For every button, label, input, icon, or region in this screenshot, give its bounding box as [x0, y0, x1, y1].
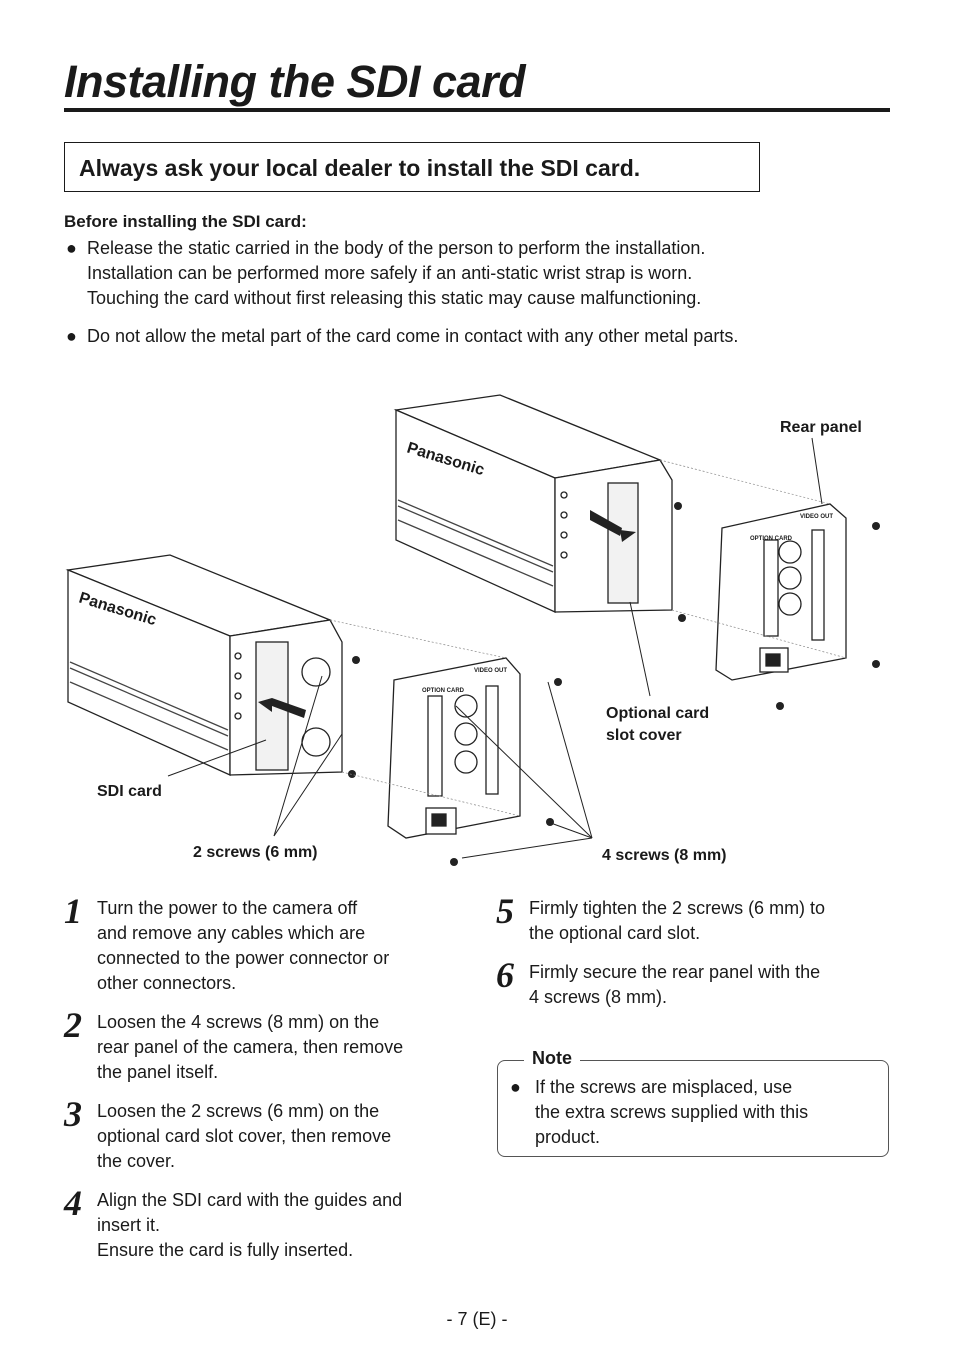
- step-3: 3 Loosen the 2 screws (6 mm) on the opti…: [64, 1095, 454, 1174]
- step-line: Ensure the card is fully inserted.: [97, 1240, 354, 1260]
- camera-illustration-front: [65, 554, 343, 777]
- precaution-line: Release the static carried in the body o…: [87, 238, 706, 258]
- screw-icon: [678, 614, 686, 622]
- step-line: the optional card slot.: [529, 923, 701, 943]
- screws-6mm-label: 2 screws (6 mm): [193, 844, 318, 861]
- bullet-icon: ●: [66, 238, 77, 258]
- step-4: 4 Align the SDI card with the guides and…: [64, 1184, 454, 1263]
- precaution-item: ● Do not allow the metal part of the car…: [64, 324, 904, 349]
- step-2: 2 Loosen the 4 screws (8 mm) on the rear…: [64, 1006, 454, 1085]
- step-number: 5: [496, 891, 514, 931]
- step-number: 2: [64, 1005, 82, 1045]
- step-line: Firmly tighten the 2 screws (6 mm) to: [529, 898, 826, 918]
- screw-icon-group-back: [674, 502, 880, 710]
- camera-illustration-back: [393, 394, 673, 614]
- panel-label-video-out: VIDEO OUT: [800, 514, 833, 520]
- dealer-notice-box: Always ask your local dealer to install …: [64, 142, 760, 192]
- screw-icon: [546, 818, 554, 826]
- note-line: If the screws are misplaced, use: [535, 1077, 793, 1097]
- guide-lines: [329, 459, 847, 817]
- step-number: 4: [64, 1183, 82, 1223]
- step-line: Turn the power to the camera off: [97, 898, 358, 918]
- step-number: 6: [496, 955, 514, 995]
- page-number: - 7 (E) -: [446, 1309, 508, 1329]
- step-number: 1: [64, 891, 82, 931]
- screw-icon-group-front: [348, 656, 562, 866]
- precaution-line: Do not allow the metal part of the card …: [87, 326, 739, 346]
- note-item: ● If the screws are misplaced, use the e…: [510, 1075, 865, 1150]
- optional-card-label-line1: Optional card: [606, 705, 709, 722]
- panel-label-video-out-front: VIDEO OUT: [474, 668, 507, 674]
- step-line: connected to the power connector or: [97, 948, 390, 968]
- optional-card-label-line2: slot cover: [606, 727, 682, 744]
- leader-lines: [167, 437, 823, 859]
- sdi-card-label: SDI card: [97, 783, 162, 800]
- step-line: the cover.: [97, 1151, 176, 1171]
- step-number: 3: [64, 1094, 82, 1134]
- page-title: Installing the SDI card: [64, 56, 526, 107]
- screw-icon: [872, 522, 880, 530]
- bullet-icon: ●: [510, 1077, 521, 1097]
- rear-panel-label: Rear panel: [780, 419, 862, 436]
- precaution-line: Touching the card without first releasin…: [87, 288, 702, 308]
- rear-panel-illustration-back: [715, 503, 847, 681]
- screw-icon: [872, 660, 880, 668]
- steps-left-column: 1 Turn the power to the camera off and r…: [64, 892, 454, 1277]
- screws-8mm-label: 4 screws (8 mm): [602, 847, 727, 864]
- screw-icon: [352, 656, 360, 664]
- step-line: and remove any cables which are: [97, 923, 366, 943]
- screw-icon: [554, 678, 562, 686]
- step-line: optional card slot cover, then remove: [97, 1126, 392, 1146]
- step-line: 4 screws (8 mm).: [529, 987, 668, 1007]
- note-title: Note: [524, 1048, 580, 1069]
- precaution-item: ● Release the static carried in the body…: [64, 236, 904, 311]
- screw-icon: [776, 702, 784, 710]
- installation-diagram: Panasonic OPTION CARD VIDEO OUT: [60, 380, 900, 880]
- step-6: 6 Firmly secure the rear panel with the …: [496, 956, 896, 1010]
- step-1: 1 Turn the power to the camera off and r…: [64, 892, 454, 996]
- installation-illustration: Panasonic OPTION CARD VIDEO OUT: [65, 394, 880, 866]
- title-underline: [64, 108, 890, 112]
- step-line: Align the SDI card with the guides and: [97, 1190, 403, 1210]
- step-line: rear panel of the camera, then remove: [97, 1037, 404, 1057]
- note-box: Note ● If the screws are misplaced, use …: [497, 1048, 889, 1157]
- step-line: Loosen the 4 screws (8 mm) on the: [97, 1012, 380, 1032]
- precaution-list: ● Release the static carried in the body…: [64, 236, 904, 349]
- step-line: Firmly secure the rear panel with the: [529, 962, 821, 982]
- steps-right-column: 5 Firmly tighten the 2 screws (6 mm) to …: [496, 892, 896, 1024]
- note-line: the extra screws supplied with this: [535, 1102, 809, 1122]
- step-5: 5 Firmly tighten the 2 screws (6 mm) to …: [496, 892, 896, 946]
- precaution-line: Installation can be performed more safel…: [87, 263, 693, 283]
- before-installing-heading: Before installing the SDI card:: [64, 212, 307, 231]
- step-line: Loosen the 2 screws (6 mm) on the: [97, 1101, 380, 1121]
- rear-panel-illustration-front: [387, 657, 521, 839]
- screw-icon: [348, 770, 356, 778]
- step-line: other connectors.: [97, 973, 237, 993]
- note-line: product.: [535, 1127, 601, 1147]
- step-line: insert it.: [97, 1215, 161, 1235]
- panel-label-option-card: OPTION CARD: [750, 536, 793, 542]
- screw-icon: [450, 858, 458, 866]
- screw-icon: [674, 502, 682, 510]
- panel-label-option-card-front: OPTION CARD: [422, 688, 465, 694]
- step-line: the panel itself.: [97, 1062, 219, 1082]
- bullet-icon: ●: [66, 326, 77, 346]
